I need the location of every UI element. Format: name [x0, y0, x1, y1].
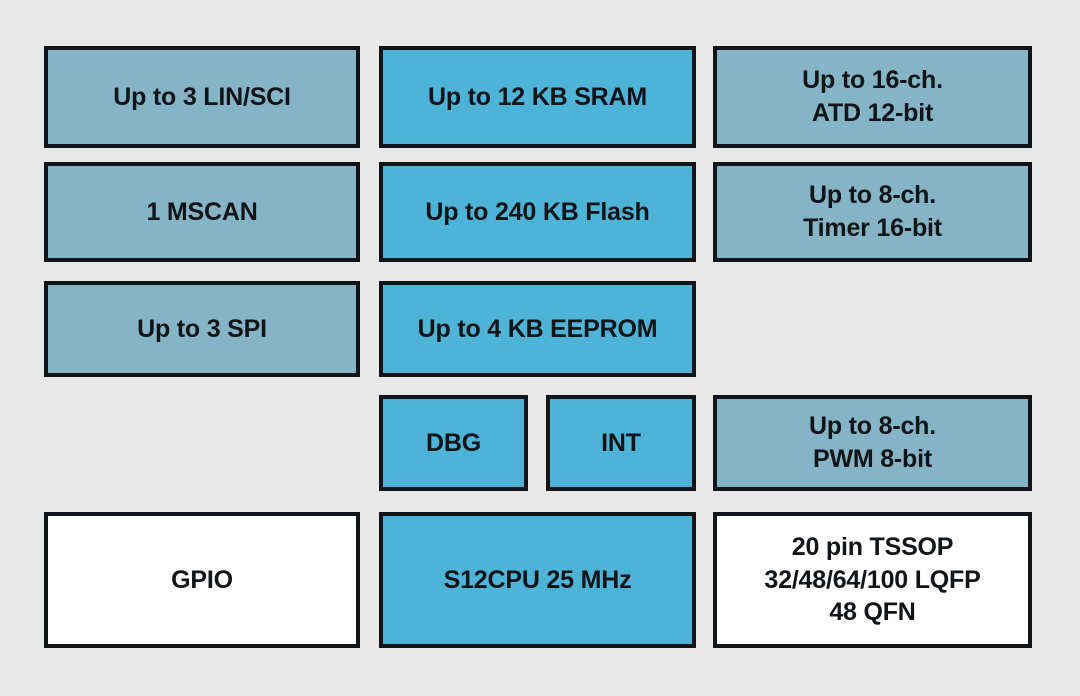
block-label-dbg: DBG: [426, 428, 481, 457]
block-spi: Up to 3 SPI: [44, 281, 360, 377]
block-label-spi: Up to 3 SPI: [137, 314, 267, 343]
block-s12cpu: S12CPU 25 MHz: [379, 512, 696, 648]
block-label-mscan: 1 MSCAN: [146, 197, 258, 226]
block-label-eeprom: Up to 4 KB EEPROM: [417, 314, 658, 343]
block-timer: Up to 8-ch. Timer 16-bit: [713, 162, 1032, 262]
block-dbg: DBG: [379, 395, 528, 491]
block-label-lin-sci: Up to 3 LIN/SCI: [113, 82, 291, 111]
block-label-atd: Up to 16-ch. ATD 12-bit: [802, 66, 943, 127]
block-label-flash: Up to 240 KB Flash: [425, 197, 650, 226]
block-label-timer: Up to 8-ch. Timer 16-bit: [803, 181, 942, 242]
block-lin-sci: Up to 3 LIN/SCI: [44, 46, 360, 148]
block-label-int: INT: [601, 428, 641, 457]
block-label-sram: Up to 12 KB SRAM: [427, 82, 648, 111]
block-label-s12cpu: S12CPU 25 MHz: [443, 565, 632, 594]
block-eeprom: Up to 4 KB EEPROM: [379, 281, 696, 377]
block-gpio: GPIO: [44, 512, 360, 648]
block-sram: Up to 12 KB SRAM: [379, 46, 696, 148]
block-package: 20 pin TSSOP 32/48/64/100 LQFP 48 QFN: [713, 512, 1032, 648]
block-flash: Up to 240 KB Flash: [379, 162, 696, 262]
block-mscan: 1 MSCAN: [44, 162, 360, 262]
block-atd: Up to 16-ch. ATD 12-bit: [713, 46, 1032, 148]
block-label-package: 20 pin TSSOP 32/48/64/100 LQFP 48 QFN: [764, 533, 981, 627]
block-label-pwm: Up to 8-ch. PWM 8-bit: [809, 412, 936, 473]
block-pwm: Up to 8-ch. PWM 8-bit: [713, 395, 1032, 491]
block-int: INT: [546, 395, 696, 491]
block-label-gpio: GPIO: [171, 565, 233, 594]
